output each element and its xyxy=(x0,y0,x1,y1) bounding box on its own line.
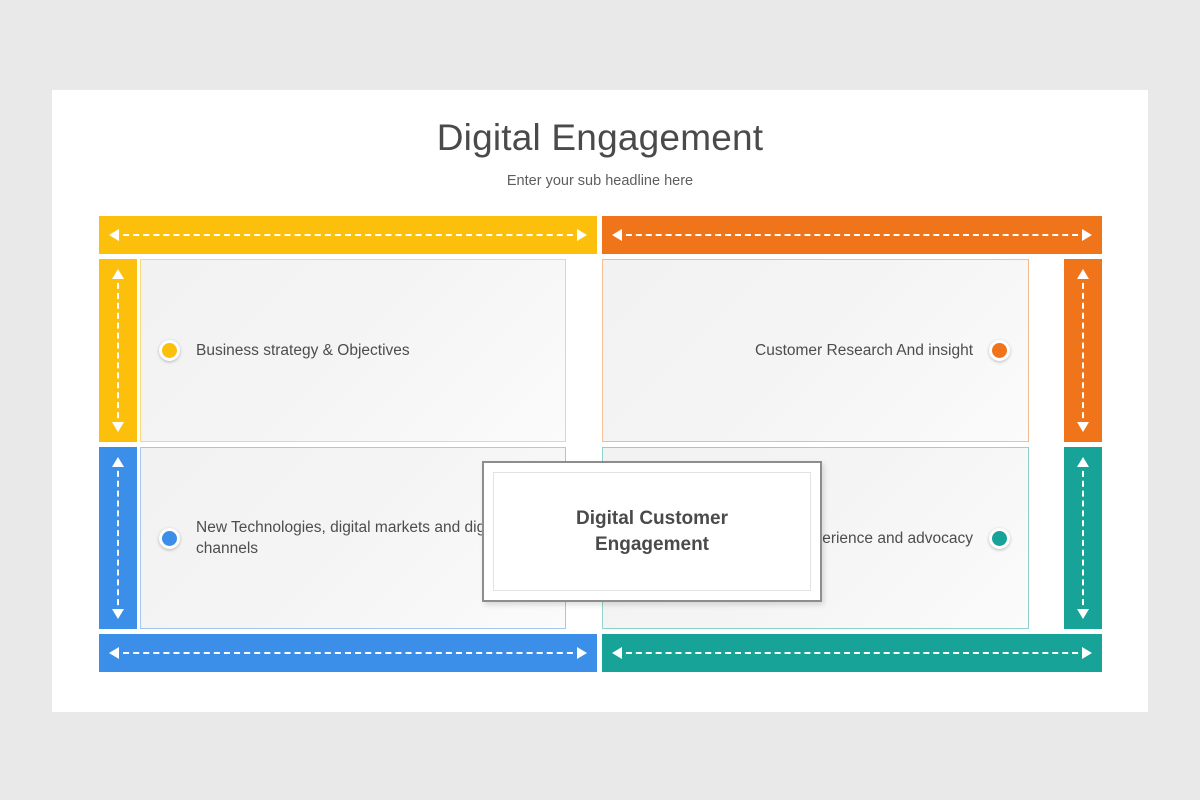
dashed-line xyxy=(616,652,1088,654)
dashed-line xyxy=(616,234,1088,236)
arrow-right-icon xyxy=(577,647,587,659)
quadrant-label-top-right: Customer Research And insight xyxy=(755,342,973,359)
rail-right-bottom[interactable] xyxy=(1064,447,1102,629)
dashed-line xyxy=(117,273,119,428)
bullet-dot-top-right xyxy=(989,340,1010,361)
arrow-up-icon xyxy=(112,269,124,279)
rail-left-top[interactable] xyxy=(99,259,137,442)
center-line-1: Digital Customer xyxy=(575,507,729,529)
rail-bottom-left[interactable] xyxy=(99,634,597,672)
dashed-line xyxy=(1082,273,1084,428)
page-subtitle: Enter your sub headline here xyxy=(506,173,694,189)
arrow-down-icon xyxy=(112,422,124,432)
arrow-up-icon xyxy=(1077,457,1089,467)
arrow-down-icon xyxy=(1077,422,1089,432)
bullet-dot-bottom-left xyxy=(159,527,180,549)
arrow-right-icon xyxy=(1082,647,1092,659)
dashed-line xyxy=(113,652,583,654)
arrow-right-icon xyxy=(577,229,587,241)
bullet-dot-top-left xyxy=(159,340,180,361)
arrow-right-icon xyxy=(1082,229,1092,241)
page-title: Digital Engagement xyxy=(436,117,764,158)
slide-canvas: Digital Engagement Enter your sub headli… xyxy=(52,90,1148,712)
arrow-left-icon xyxy=(109,229,119,241)
center-line-2: Engagement xyxy=(594,533,710,555)
rail-bottom-right[interactable] xyxy=(602,634,1102,672)
arrow-left-icon xyxy=(109,647,119,659)
center-callout-text: Digital Customer Engagement xyxy=(576,506,728,558)
arrow-down-icon xyxy=(112,609,124,619)
dashed-line xyxy=(113,234,583,236)
dashed-line xyxy=(1082,461,1084,615)
quadrant-top-left[interactable]: Business strategy & Objectives xyxy=(140,259,566,442)
rail-top-left[interactable] xyxy=(99,216,597,254)
arrow-up-icon xyxy=(1077,269,1089,279)
arrow-left-icon xyxy=(612,229,622,241)
rail-left-bottom[interactable] xyxy=(99,447,137,629)
center-callout-inner: Digital Customer Engagement xyxy=(493,472,811,591)
arrow-up-icon xyxy=(112,457,124,467)
arrow-down-icon xyxy=(1077,609,1089,619)
center-callout-box[interactable]: Digital Customer Engagement xyxy=(482,461,822,602)
quadrant-label-bottom-left: New Technologies, digital markets and di… xyxy=(196,519,506,557)
quadrant-top-right[interactable]: Customer Research And insight xyxy=(602,259,1029,442)
quadrant-diagram: Business strategy & Objectives Customer … xyxy=(99,216,1102,672)
arrow-left-icon xyxy=(612,647,622,659)
dashed-line xyxy=(117,461,119,615)
rail-right-top[interactable] xyxy=(1064,259,1102,442)
bullet-dot-bottom-right xyxy=(989,527,1010,549)
quadrant-label-top-left: Business strategy & Objectives xyxy=(196,342,410,359)
rail-top-right[interactable] xyxy=(602,216,1102,254)
